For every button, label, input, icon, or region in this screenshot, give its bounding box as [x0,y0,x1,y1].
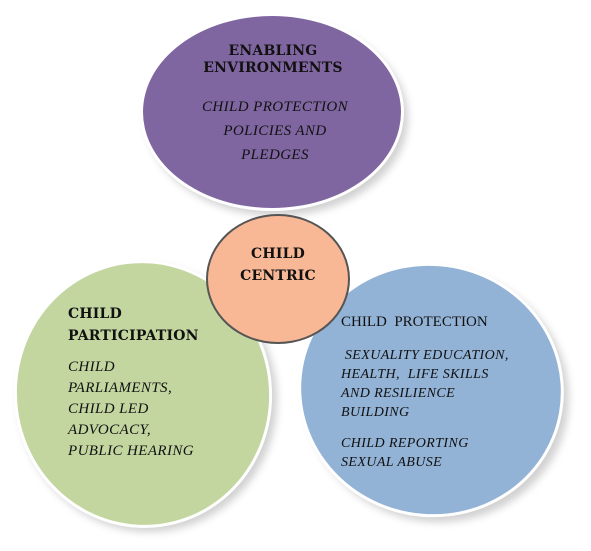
enabling-environments-title: ENABLING ENVIRONMENTS [200,43,346,77]
top-body-line2: POLICIES AND [223,123,327,139]
left-body-line4: ADVOCACY, [68,422,152,438]
right-body-line4: BUILDING [341,405,410,420]
right-body-line3: AND RESILIENCE [341,386,456,401]
top-body-line1: CHILD PROTECTION [202,99,348,115]
child-participation-title: CHILD PARTICIPATION [68,303,248,347]
child-participation-body: CHILD PARLIAMENTS, CHILD LED ADVOCACY, P… [68,357,258,462]
right-body-line6: SEXUAL ABUSE [341,455,443,470]
child-centric-label: CHILD CENTRIC [236,243,320,287]
center-line1: CHILD [251,246,305,262]
center-line2: CENTRIC [240,268,316,284]
right-body-line1: SEXUALITY EDUCATION, [341,348,509,363]
child-centric-circle [206,214,350,344]
right-body-line5: CHILD REPORTING [341,436,469,451]
top-title-line2: ENVIRONMENTS [203,59,343,76]
left-title-line2: PARTICIPATION [68,328,199,344]
left-title-line1: CHILD [68,306,122,322]
left-body-line5: PUBLIC HEARING [68,443,195,459]
top-body-line3: PLEDGES [241,147,309,163]
left-body-line3: CHILD LED [68,401,149,417]
top-title-line1: ENABLING [228,43,318,59]
enabling-environments-ellipse [140,13,404,211]
child-protection-title: CHILD PROTECTION [341,314,488,330]
left-body-line2: PARLIAMENTS, [68,380,173,396]
right-body-line2: HEALTH, LIFE SKILLS [341,367,489,382]
left-body-line1: CHILD [68,359,116,375]
child-protection-body: SEXUALITY EDUCATION, HEALTH, LIFE SKILLS… [341,346,541,472]
enabling-environments-body: CHILD PROTECTION POLICIES AND PLEDGES [180,95,370,167]
